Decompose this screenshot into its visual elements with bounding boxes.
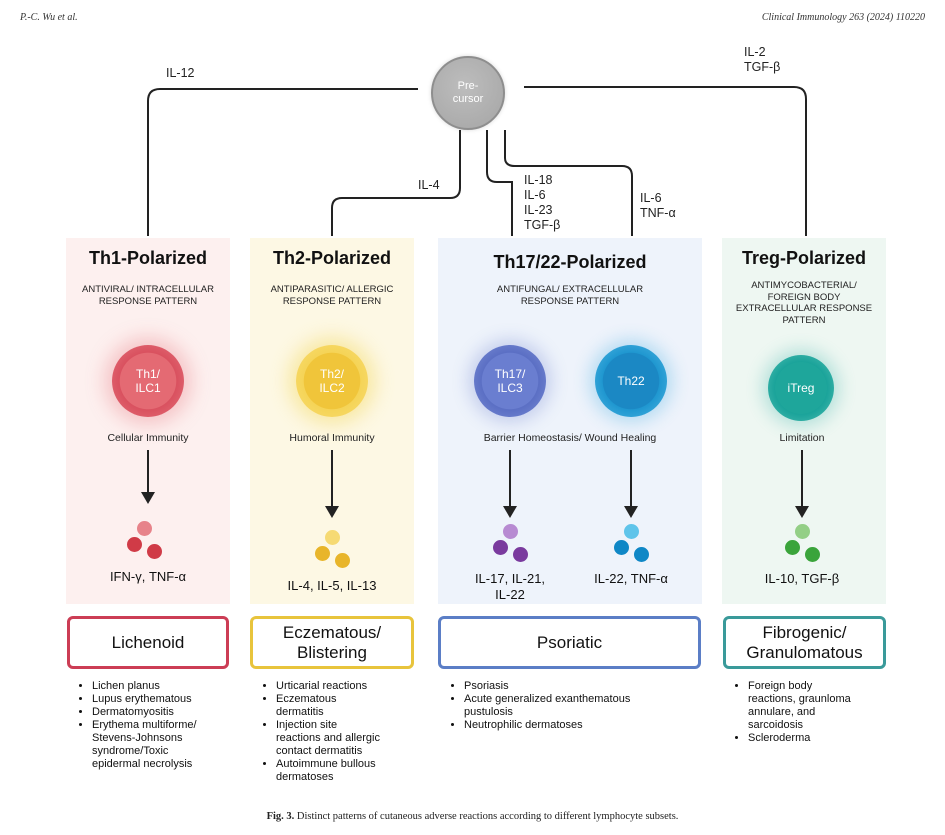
figure-caption: Fig. 3. Distinct patterns of cutaneous a…: [0, 811, 945, 822]
cytokine-dot: [137, 521, 152, 536]
connector-th2: [331, 130, 461, 236]
cytokines-label: IFN-γ, TNF-α: [109, 569, 187, 584]
cytokine-dot: [315, 546, 330, 561]
list-item: Psoriasis: [464, 680, 714, 693]
header-journal: Clinical Immunology 263 (2024) 110220: [761, 12, 925, 23]
th1-ilc1-cell: Th1/ ILC1: [112, 345, 184, 417]
panel-title: Th1-Polarized: [88, 248, 208, 268]
signal-il4-label: IL-4: [418, 178, 440, 192]
list-item: Foreign body reactions, graunloma annula…: [748, 680, 908, 732]
cytokine-dot: [634, 547, 649, 562]
pattern-box-psoriatic: Psoriatic: [438, 616, 701, 669]
cytokine-dot: [503, 524, 518, 539]
panel-treg: Treg-Polarized ANTIMYCOBACTERIAL/ FOREIG…: [722, 238, 886, 604]
panel-title: Th17/22-Polarized: [493, 252, 647, 272]
list-item: Scleroderma: [748, 732, 908, 745]
cytokine-dot: [493, 540, 508, 555]
pattern-box-eczematous: Eczematous/ Blistering: [250, 616, 414, 669]
panel-subtitle: ANTIVIRAL/ INTRACELLULAR RESPONSE PATTER…: [82, 284, 214, 307]
function-label: Humoral Immunity: [289, 432, 375, 444]
list-item: Acute generalized exanthematous pustulos…: [464, 693, 714, 719]
list-item: Lichen planus: [92, 680, 252, 693]
list-item: Eczematous dermatitis: [276, 693, 436, 719]
itreg-cell: iTreg: [768, 355, 834, 421]
signal-th17-label: IL-18 IL-6 IL-23 TGF-β: [524, 173, 561, 232]
disease-list-treg: Foreign body reactions, graunloma annula…: [734, 680, 908, 745]
cytokines-label: IL-22, TNF-α: [594, 571, 668, 586]
figure-number: Fig. 3.: [266, 811, 295, 822]
header-author: P.-C. Wu et al.: [20, 12, 78, 23]
list-item: Urticarial reactions: [276, 680, 436, 693]
panel-subtitle: ANTIFUNGAL/ EXTRACELLULAR RESPONSE PATTE…: [496, 284, 644, 307]
cytokines-label: IL-4, IL-5, IL-13: [287, 578, 377, 593]
signal-treg-label: IL-2 TGF-β: [744, 45, 781, 74]
down-arrow: [624, 450, 638, 518]
caption-text: Distinct patterns of cutaneous adverse r…: [296, 811, 679, 822]
list-item: Lupus erythematous: [92, 693, 252, 706]
disease-list-th2: Urticarial reactions Eczematous dermatit…: [262, 680, 436, 784]
cytokine-dot: [614, 540, 629, 555]
cytokine-dot: [127, 537, 142, 552]
panel-th2: Th2-Polarized ANTIPARASITIC/ ALLERGIC RE…: [250, 238, 414, 604]
down-arrow: [141, 450, 155, 504]
panel-th1: Th1-Polarized ANTIVIRAL/ INTRACELLULAR R…: [66, 238, 230, 604]
cytokine-dot: [335, 553, 350, 568]
cytokine-dot: [795, 524, 810, 539]
panel-subtitle: ANTIMYCOBACTERIAL/ FOREIGN BODY EXTRACEL…: [735, 280, 873, 326]
connector-treg: [524, 86, 807, 236]
function-label: Barrier Homeostasis/ Wound Healing: [483, 432, 657, 444]
function-label: Cellular Immunity: [107, 432, 189, 444]
signal-il12-label: IL-12: [166, 66, 195, 80]
list-item: Autoimmune bullous dermatoses: [276, 758, 436, 784]
function-label: Limitation: [779, 432, 825, 444]
cytokines-label: IL-17, IL-21, IL-22: [474, 571, 546, 602]
connector-th1: [147, 88, 418, 236]
down-arrow: [503, 450, 517, 518]
list-item: Dermatomyositis: [92, 706, 252, 719]
connector-th17: [486, 130, 513, 236]
cytokine-dot: [624, 524, 639, 539]
disease-list-th1: Lichen planus Lupus erythematous Dermato…: [78, 680, 252, 771]
list-item: Injection site reactions and allergic co…: [276, 719, 436, 758]
panel-title: Treg-Polarized: [741, 248, 867, 268]
disease-list-th17: Psoriasis Acute generalized exanthematou…: [450, 680, 714, 732]
cytokine-dot: [805, 547, 820, 562]
signal-th22-label: IL-6 TNF-α: [640, 191, 676, 220]
connector-th22: [504, 130, 633, 236]
list-item: Erythema multiforme/ Stevens-Johnsons sy…: [92, 719, 252, 771]
cytokines-label: IL-10, TGF-β: [764, 571, 840, 586]
list-item: Neutrophilic dermatoses: [464, 719, 714, 732]
panel-subtitle: ANTIPARASITIC/ ALLERGIC RESPONSE PATTERN: [270, 284, 394, 307]
pattern-box-lichenoid: Lichenoid: [67, 616, 229, 669]
cytokine-dot: [785, 540, 800, 555]
th2-ilc2-cell: Th2/ ILC2: [296, 345, 368, 417]
th17-ilc3-cell: Th17/ ILC3: [474, 345, 546, 417]
precursor-cell: Pre- cursor: [431, 56, 505, 130]
panel-title: Th2-Polarized: [272, 248, 392, 268]
cytokine-dot: [147, 544, 162, 559]
down-arrow: [325, 450, 339, 518]
down-arrow: [795, 450, 809, 518]
panel-th17-22: Th17/22-Polarized ANTIFUNGAL/ EXTRACELLU…: [438, 238, 702, 604]
cytokine-dot: [513, 547, 528, 562]
pattern-box-fibrogenic: Fibrogenic/ Granulomatous: [723, 616, 886, 669]
cytokine-dot: [325, 530, 340, 545]
th22-cell: Th22: [595, 345, 667, 417]
